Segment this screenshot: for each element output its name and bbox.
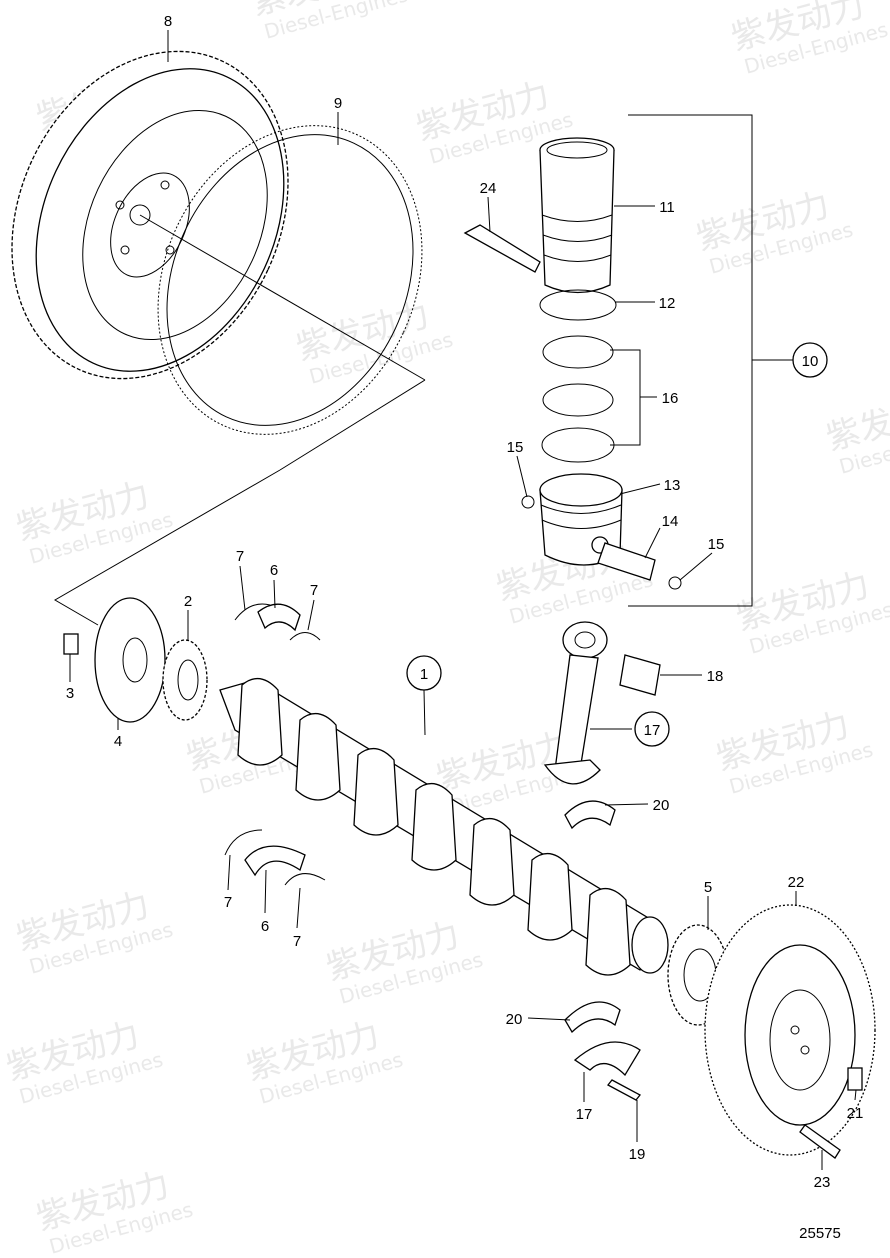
callout-12: 12 <box>659 295 676 312</box>
vibration-damper <box>704 904 876 1156</box>
ring-gear <box>157 125 423 435</box>
bushing <box>619 654 661 696</box>
callout-1: 1 <box>420 666 428 683</box>
callout-13: 13 <box>664 477 681 494</box>
callout-15: 15 <box>708 536 725 553</box>
callout-7: 7 <box>224 894 232 911</box>
cylinder-liner <box>539 137 615 294</box>
callout-24: 24 <box>480 180 497 197</box>
callout-15: 15 <box>507 439 524 456</box>
figure-number: 25575 <box>799 1225 841 1242</box>
callout-3: 3 <box>66 685 74 702</box>
callout-8: 8 <box>164 13 172 30</box>
sealant-tube <box>463 224 541 273</box>
piston <box>539 473 623 566</box>
callout-22: 22 <box>788 874 805 891</box>
connecting-rod <box>543 621 608 785</box>
callout-labels: 8 9 24 11 12 10 16 15 13 14 15 7 6 7 2 3… <box>66 13 864 1242</box>
callout-16: 16 <box>662 390 679 407</box>
crank-web <box>353 748 399 836</box>
callout-17: 17 <box>644 722 661 739</box>
callout-5: 5 <box>704 879 712 896</box>
callout-9: 9 <box>334 95 342 112</box>
crank-web <box>295 713 341 801</box>
crank-web <box>469 818 515 906</box>
callout-20: 20 <box>653 797 670 814</box>
callout-circle-10 <box>792 342 828 378</box>
crank-web <box>411 783 457 871</box>
callout-19: 19 <box>629 1146 646 1163</box>
crank-web <box>585 888 631 976</box>
callout-6: 6 <box>270 562 278 579</box>
callout-circle-17 <box>634 711 670 747</box>
piston-pin <box>597 542 656 581</box>
crankshaft <box>219 678 669 976</box>
callout-20: 20 <box>506 1011 523 1028</box>
flywheel <box>11 50 289 380</box>
callout-21: 21 <box>847 1105 864 1122</box>
callout-7: 7 <box>310 582 318 599</box>
callout-7: 7 <box>236 548 244 565</box>
callout-17: 17 <box>576 1106 593 1123</box>
crank-web <box>527 853 573 941</box>
callout-18: 18 <box>707 668 724 685</box>
callout-2: 2 <box>184 593 192 610</box>
callout-circle-1 <box>406 655 442 691</box>
crank-web <box>237 678 283 766</box>
callout-7: 7 <box>293 933 301 950</box>
callout-4: 4 <box>114 733 122 750</box>
callout-10: 10 <box>802 353 819 370</box>
callout-11: 11 <box>659 199 675 216</box>
callout-14: 14 <box>662 513 679 530</box>
callout-6: 6 <box>261 918 269 935</box>
leader-lines <box>54 30 857 1170</box>
callout-23: 23 <box>814 1174 831 1191</box>
